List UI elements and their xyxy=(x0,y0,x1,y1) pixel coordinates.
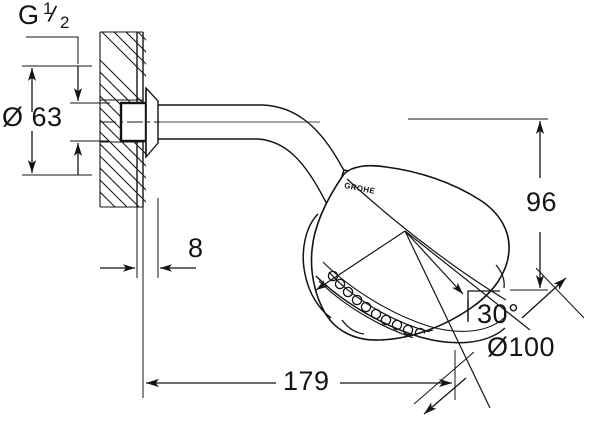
dimension-label-escutcheon-diameter: Ø 63 xyxy=(2,102,63,132)
dimension-label-projection: 179 xyxy=(283,366,330,396)
dimension-thread-size xyxy=(26,36,110,175)
dimension-escutcheon-diameter xyxy=(22,65,92,176)
fraction-denominator: 2 xyxy=(60,13,70,32)
dimension-label-head-diameter: Ø100 xyxy=(487,332,556,362)
dimension-label-height: 96 xyxy=(526,187,558,217)
escutcheon-flange xyxy=(145,86,159,159)
thread-fraction: 1/2 xyxy=(43,0,73,33)
dimension-head-diameter xyxy=(413,267,585,415)
dimension-label-spray-angle: 30° xyxy=(477,299,520,329)
thread-letter: G xyxy=(18,0,40,30)
dimension-wall-offset xyxy=(100,198,196,278)
fraction-numerator: 1 xyxy=(43,0,53,18)
wall-hatching xyxy=(100,32,146,207)
ext-line-d100-upper xyxy=(535,267,585,319)
shower-arm xyxy=(100,104,347,207)
ext-line-d100-lower xyxy=(413,351,475,405)
dimension-spray-angle xyxy=(315,230,531,409)
dimension-label-wall-offset: 8 xyxy=(188,233,204,263)
dimension-projection xyxy=(142,207,456,400)
wall-section xyxy=(99,31,146,208)
dimension-height xyxy=(408,118,548,291)
